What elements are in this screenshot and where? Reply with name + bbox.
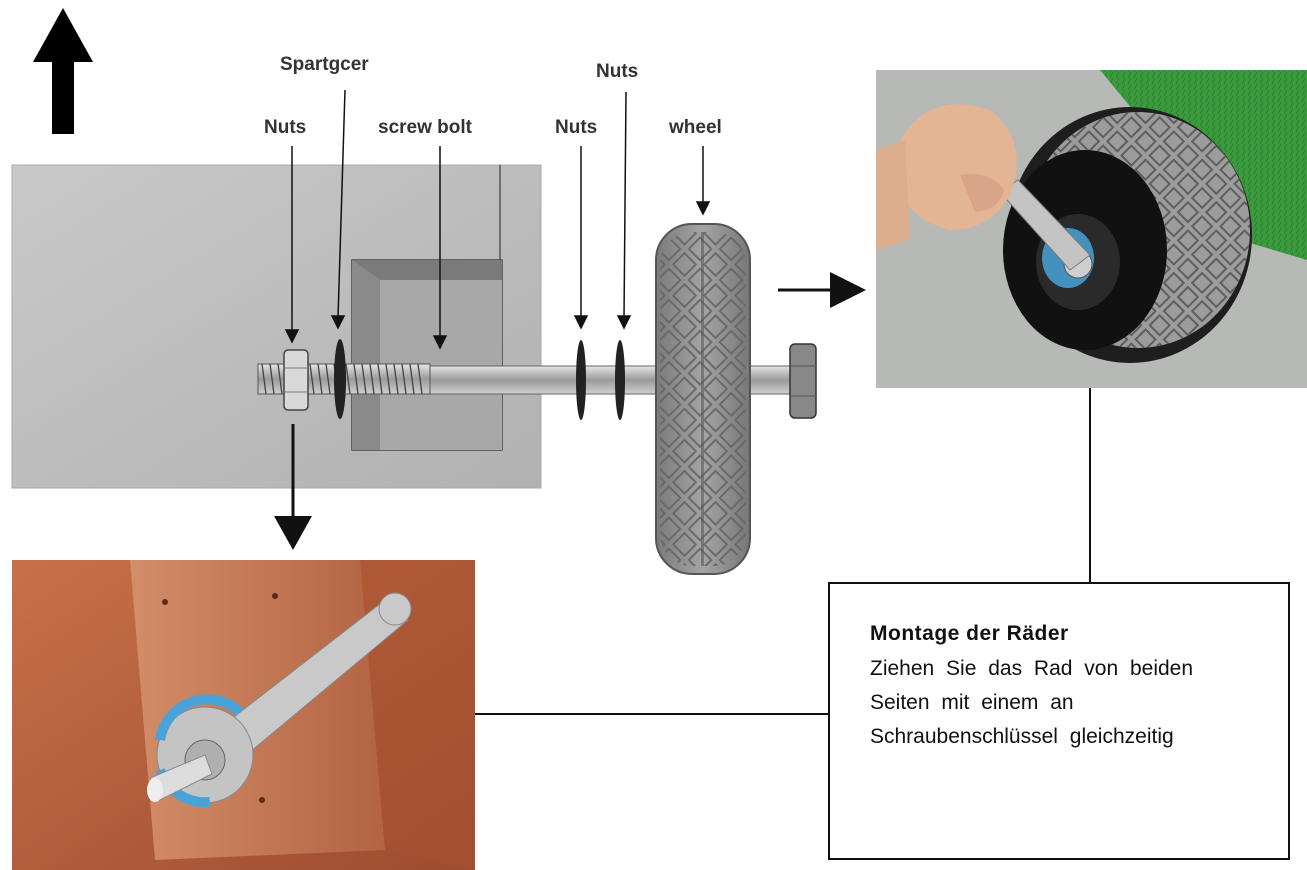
label-spacer: Spartgcer — [280, 54, 369, 76]
instruction-box: Montage der Räder Ziehen Sie das Rad von… — [828, 582, 1290, 860]
photo-wrench-wheel — [876, 70, 1307, 388]
label-nuts-top: Nuts — [596, 61, 638, 83]
instruction-text: Ziehen Sie das Rad von beiden Seiten mit… — [870, 652, 1250, 754]
label-wheel: wheel — [669, 117, 722, 139]
label-screw-bolt: screw bolt — [378, 117, 472, 139]
hex-bolt-head — [790, 344, 816, 418]
up-arrow-icon — [33, 8, 93, 134]
washer-left — [576, 340, 586, 420]
washer-right — [615, 340, 625, 420]
photo-wrench-wood — [12, 560, 475, 870]
spacer-washer — [334, 339, 346, 419]
label-nuts-mid: Nuts — [555, 117, 597, 139]
instruction-title: Montage der Räder — [870, 622, 1264, 646]
bolt-pocket — [352, 260, 502, 450]
right-arrow-icon — [778, 272, 866, 308]
wheel — [656, 224, 750, 574]
left-nut — [284, 350, 308, 410]
label-nuts-left: Nuts — [264, 117, 306, 139]
